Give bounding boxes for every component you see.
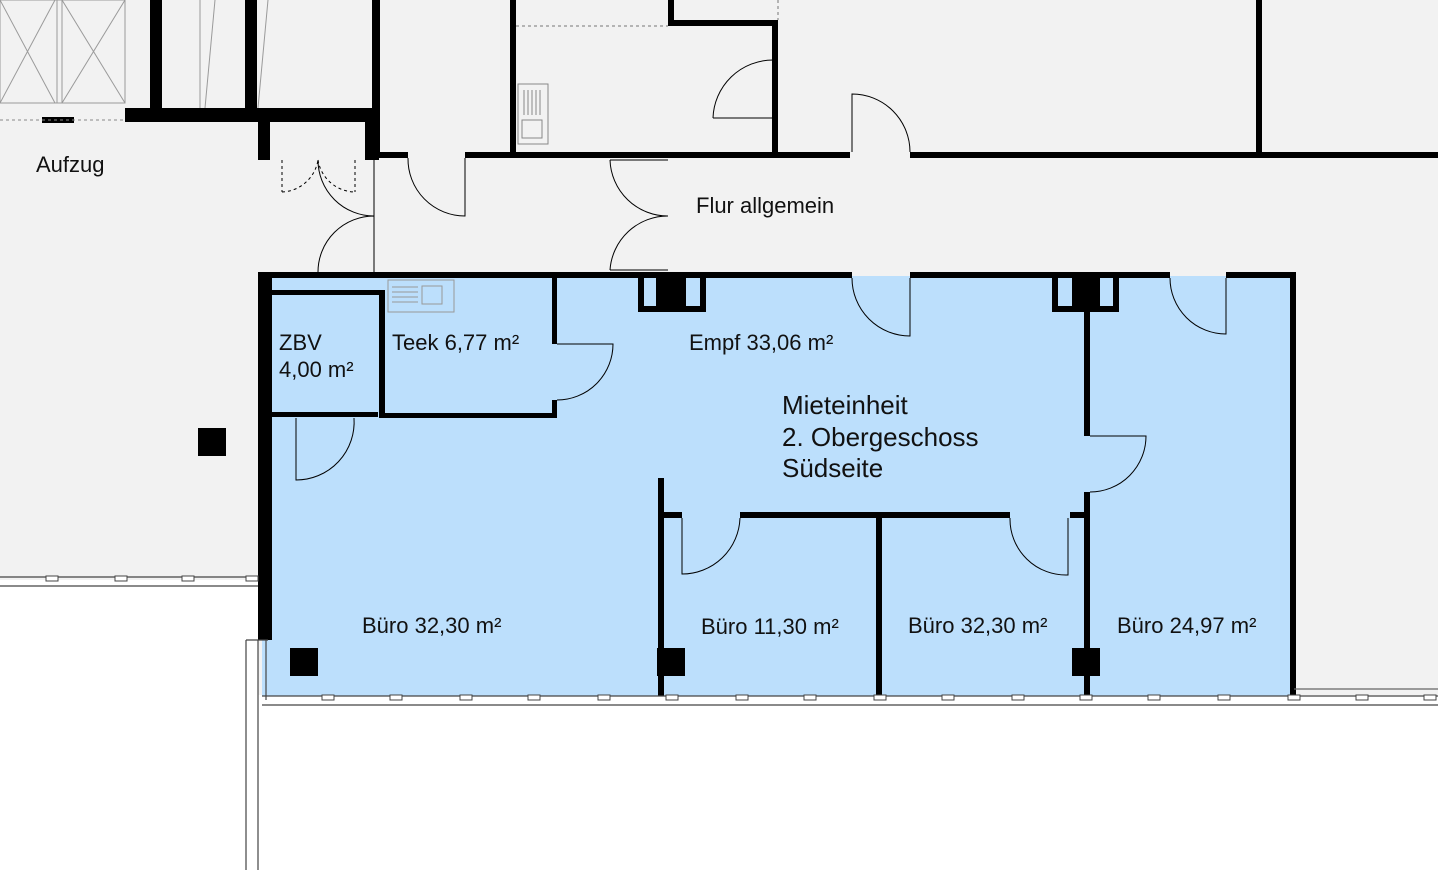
unit-title-line2: 2. Obergeschoss bbox=[782, 421, 979, 452]
room-label-buero-3: Büro 32,30 m² bbox=[908, 613, 1048, 638]
room-label-flur: Flur allgemein bbox=[696, 193, 835, 218]
unit-title-line3: Südseite bbox=[782, 453, 884, 484]
room-label-buero-4: Büro 24,97 m² bbox=[1117, 613, 1257, 638]
unit-title: Mieteinheit 2. Obergeschoss Südseite bbox=[782, 390, 979, 485]
room-label-aufzug: Aufzug bbox=[36, 152, 105, 177]
room-label-buero-2: Büro 11,30 m² bbox=[701, 614, 839, 639]
room-label-zbv-name: ZBV bbox=[279, 330, 322, 355]
room-label-buero-1: Büro 32,30 m² bbox=[362, 613, 502, 638]
elevator-marker bbox=[42, 117, 74, 123]
room-label-zbv: ZBV 4,00 m² bbox=[279, 330, 354, 384]
rental-unit-area bbox=[262, 276, 1294, 696]
room-label-empf: Empf 33,06 m² bbox=[689, 330, 834, 355]
unit-title-line1: Mieteinheit bbox=[782, 390, 908, 420]
room-label-zbv-area: 4,00 m² bbox=[279, 356, 354, 382]
doors bbox=[281, 59, 1227, 576]
facade bbox=[0, 576, 1438, 870]
elevator-shaft bbox=[0, 0, 269, 109]
sink-icon bbox=[517, 83, 549, 145]
walls bbox=[125, 0, 1438, 696]
kitchenette-icon bbox=[387, 279, 455, 313]
room-label-teek: Teek 6,77 m² bbox=[392, 330, 520, 355]
window-mullions bbox=[45, 575, 1437, 701]
